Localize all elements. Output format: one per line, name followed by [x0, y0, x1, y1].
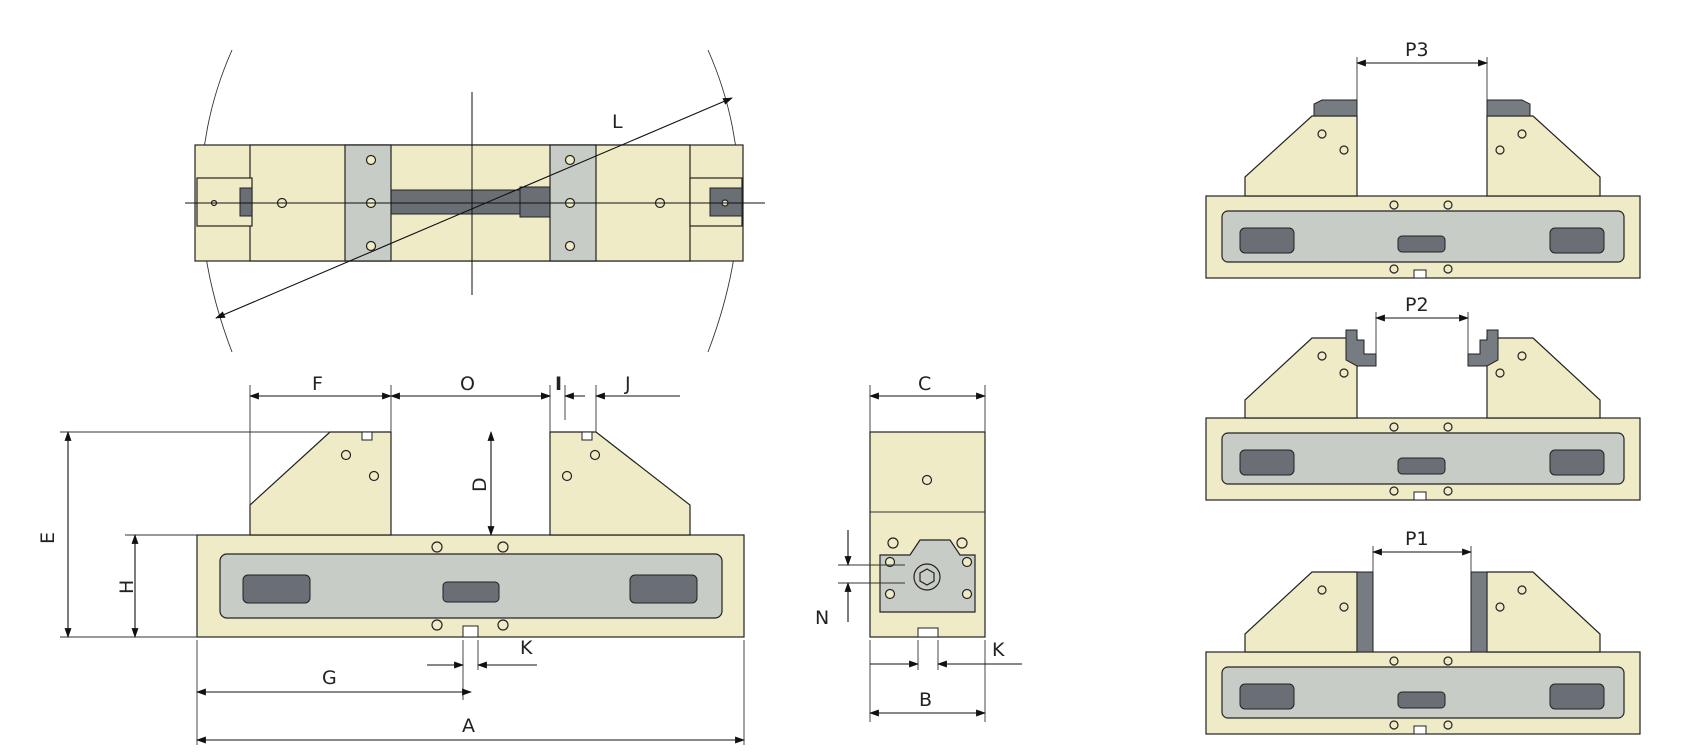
label-G: G	[322, 667, 337, 689]
config-p2-view	[1205, 329, 1641, 501]
label-B: B	[919, 689, 932, 711]
config-p1-view	[1205, 571, 1641, 735]
label-C: C	[918, 373, 931, 395]
label-A: A	[462, 715, 475, 737]
label-J: J	[624, 373, 631, 395]
label-P1: P1	[1405, 528, 1429, 550]
label-I: I	[555, 373, 562, 395]
label-E: E	[37, 532, 59, 544]
label-L: L	[612, 111, 623, 133]
label-O: O	[460, 373, 475, 395]
label-F: F	[312, 373, 323, 395]
label-D: D	[469, 477, 491, 492]
label-K: K	[520, 637, 533, 659]
front-view	[196, 431, 745, 638]
config-p3-view	[1205, 99, 1641, 279]
side-view	[869, 431, 986, 638]
top-view	[185, 49, 765, 353]
label-N: N	[815, 607, 829, 629]
label-P2: P2	[1405, 294, 1429, 316]
label-P3: P3	[1405, 39, 1429, 61]
label-K2: K	[992, 639, 1005, 661]
label-H: H	[116, 580, 138, 594]
